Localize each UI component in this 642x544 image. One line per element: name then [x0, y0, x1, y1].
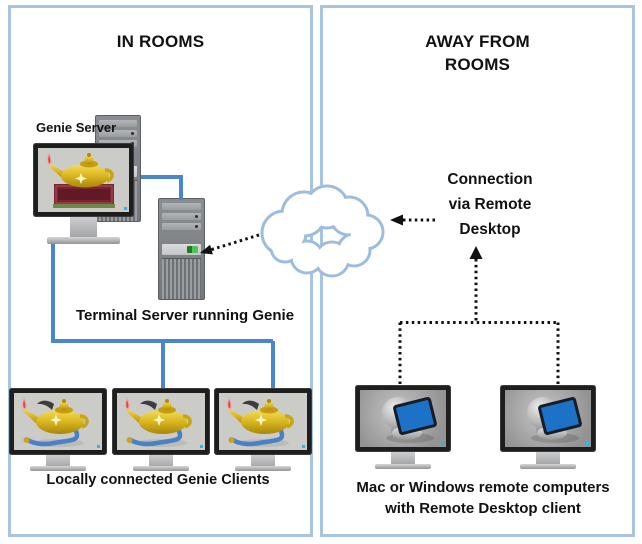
monitor-stand	[46, 455, 70, 467]
tower-vents	[162, 258, 201, 299]
monitor-base	[30, 466, 86, 471]
tower-led-dot	[195, 225, 198, 228]
genie-client-monitor-2	[112, 388, 210, 472]
genie-client-monitor-3	[214, 388, 312, 472]
tower-slat	[99, 130, 137, 137]
remote-computer-monitor-1	[355, 385, 451, 470]
monitor-stand	[70, 217, 97, 237]
genie-client-monitor-1	[9, 388, 107, 472]
monitor-stand	[391, 452, 415, 464]
power-led	[586, 442, 589, 445]
tower-green-led	[187, 246, 198, 253]
power-led	[441, 442, 444, 445]
monitor-frame	[9, 388, 107, 455]
remote-desktop-icon	[360, 390, 446, 447]
connection-via-remote-desktop-label: Connection via Remote Desktop	[428, 167, 552, 242]
monitor-base	[235, 466, 291, 471]
monitor-stand	[536, 452, 560, 464]
genie-lamp-with-hose-icon	[14, 393, 102, 450]
away-title-line2: ROOMS	[444, 55, 511, 75]
monitor-frame	[214, 388, 312, 455]
remote-label-line1: Mac or Windows remote computers	[356, 479, 610, 496]
monitor-frame	[355, 385, 451, 452]
power-led	[97, 445, 100, 448]
remote-desktop-icon	[505, 390, 591, 447]
remote-label-line2: with Remote Desktop client	[385, 500, 581, 517]
panel-title-in-rooms: IN ROOMS	[116, 32, 205, 52]
monitor-base	[375, 464, 431, 469]
remote-computer-monitor-2	[500, 385, 596, 470]
monitor-base	[133, 466, 189, 471]
power-led	[200, 445, 203, 448]
remote-computers-label: Mac or Windows remote computers with Rem…	[328, 477, 638, 519]
genie-server-label: Genie Server	[36, 120, 117, 135]
monitor-stand	[149, 455, 173, 467]
terminal-server-label: Terminal Server running Genie	[75, 307, 295, 324]
monitor-base	[47, 237, 120, 244]
genie-lamp-with-hose-icon	[117, 393, 205, 450]
tower-led-dot	[195, 215, 198, 218]
monitor-base	[520, 464, 576, 469]
monitor-frame	[112, 388, 210, 455]
genie-lamp-with-hose-icon	[219, 393, 307, 450]
tower-slat	[162, 203, 201, 210]
tower-slat	[162, 213, 201, 220]
monitor-frame	[33, 143, 134, 217]
tower-led-dot	[131, 132, 134, 135]
away-title-line1: AWAY FROM	[425, 32, 530, 52]
connection-label-line2: via Remote	[448, 196, 532, 213]
power-led	[124, 207, 127, 210]
connection-label-line3: Desktop	[459, 221, 521, 238]
connection-label-line1: Connection	[447, 171, 533, 188]
genie-lamp-on-carpet-icon	[38, 148, 129, 212]
local-clients-label: Locally connected Genie Clients	[46, 472, 270, 488]
power-led	[302, 445, 305, 448]
genie-server-monitor	[33, 143, 134, 245]
terminal-server-tower-icon	[158, 198, 205, 300]
tower-slat	[162, 223, 201, 230]
tower-slat	[99, 120, 137, 127]
monitor-stand	[251, 455, 275, 467]
monitor-frame	[500, 385, 596, 452]
tower-drive-bay	[162, 244, 201, 255]
panel-title-away-from-rooms: AWAY FROM ROOMS	[323, 30, 632, 76]
